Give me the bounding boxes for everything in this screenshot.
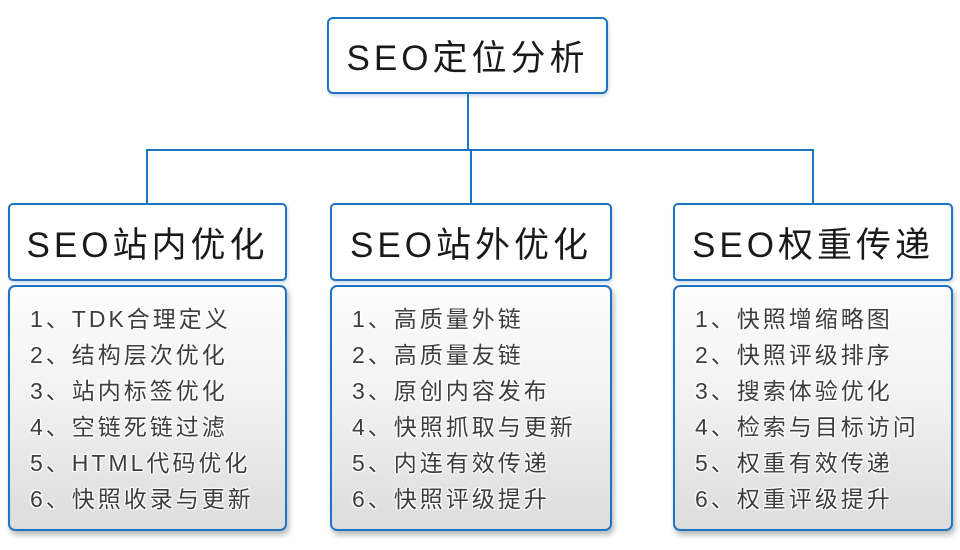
list-item: 5、内连有效传递: [352, 450, 550, 476]
list-item: 3、原创内容发布: [352, 378, 550, 404]
branch-weight-title-box: SEO权重传递: [673, 203, 953, 281]
list-item: 4、快照抓取与更新: [352, 414, 576, 440]
list-item: 2、高质量友链: [352, 342, 524, 368]
branch-onsite: SEO站内优化 1、TDK合理定义 2、结构层次优化 3、站内标签优化 4、空链…: [8, 203, 287, 533]
connector-middle-vertical: [470, 150, 472, 204]
branch-weight-title: SEO权重传递: [692, 225, 934, 265]
connector-right-vertical: [812, 150, 814, 204]
list-item: 2、结构层次优化: [30, 342, 228, 368]
list-item: 6、快照评级提升: [352, 486, 550, 512]
branch-onsite-list: 1、TDK合理定义 2、结构层次优化 3、站内标签优化 4、空链死链过滤 5、H…: [8, 285, 287, 531]
list-item: 3、搜索体验优化: [695, 378, 893, 404]
branch-onsite-title: SEO站内优化: [26, 225, 269, 265]
connector-horizontal: [146, 149, 814, 151]
branch-offsite-list: 1、高质量外链 2、高质量友链 3、原创内容发布 4、快照抓取与更新 5、内连有…: [330, 285, 612, 531]
branch-offsite: SEO站外优化 1、高质量外链 2、高质量友链 3、原创内容发布 4、快照抓取与…: [330, 203, 612, 533]
branch-offsite-title-box: SEO站外优化: [330, 203, 612, 281]
list-item: 1、TDK合理定义: [30, 306, 231, 332]
branch-onsite-title-box: SEO站内优化: [8, 203, 287, 281]
branch-weight-list: 1、快照增缩略图 2、快照评级排序 3、搜索体验优化 4、检索与目标访问 5、权…: [673, 285, 953, 531]
list-item: 2、快照评级排序: [695, 342, 893, 368]
list-item: 5、权重有效传递: [695, 450, 893, 476]
list-item: 1、高质量外链: [352, 306, 524, 332]
list-item: 4、检索与目标访问: [695, 414, 919, 440]
list-item: 6、快照收录与更新: [30, 486, 254, 512]
connector-root-vertical: [467, 93, 469, 150]
list-item: 3、站内标签优化: [30, 378, 228, 404]
list-item: 4、空链死链过滤: [30, 414, 228, 440]
list-item: 6、权重评级提升: [695, 486, 893, 512]
list-item: 5、HTML代码优化: [30, 450, 251, 476]
root-node-title: SEO定位分析: [346, 39, 589, 78]
connector-left-vertical: [146, 150, 148, 204]
list-item: 1、快照增缩略图: [695, 306, 893, 332]
root-node-box: SEO定位分析: [327, 17, 608, 94]
branch-weight: SEO权重传递 1、快照增缩略图 2、快照评级排序 3、搜索体验优化 4、检索与…: [673, 203, 953, 533]
branch-offsite-title: SEO站外优化: [350, 225, 592, 265]
